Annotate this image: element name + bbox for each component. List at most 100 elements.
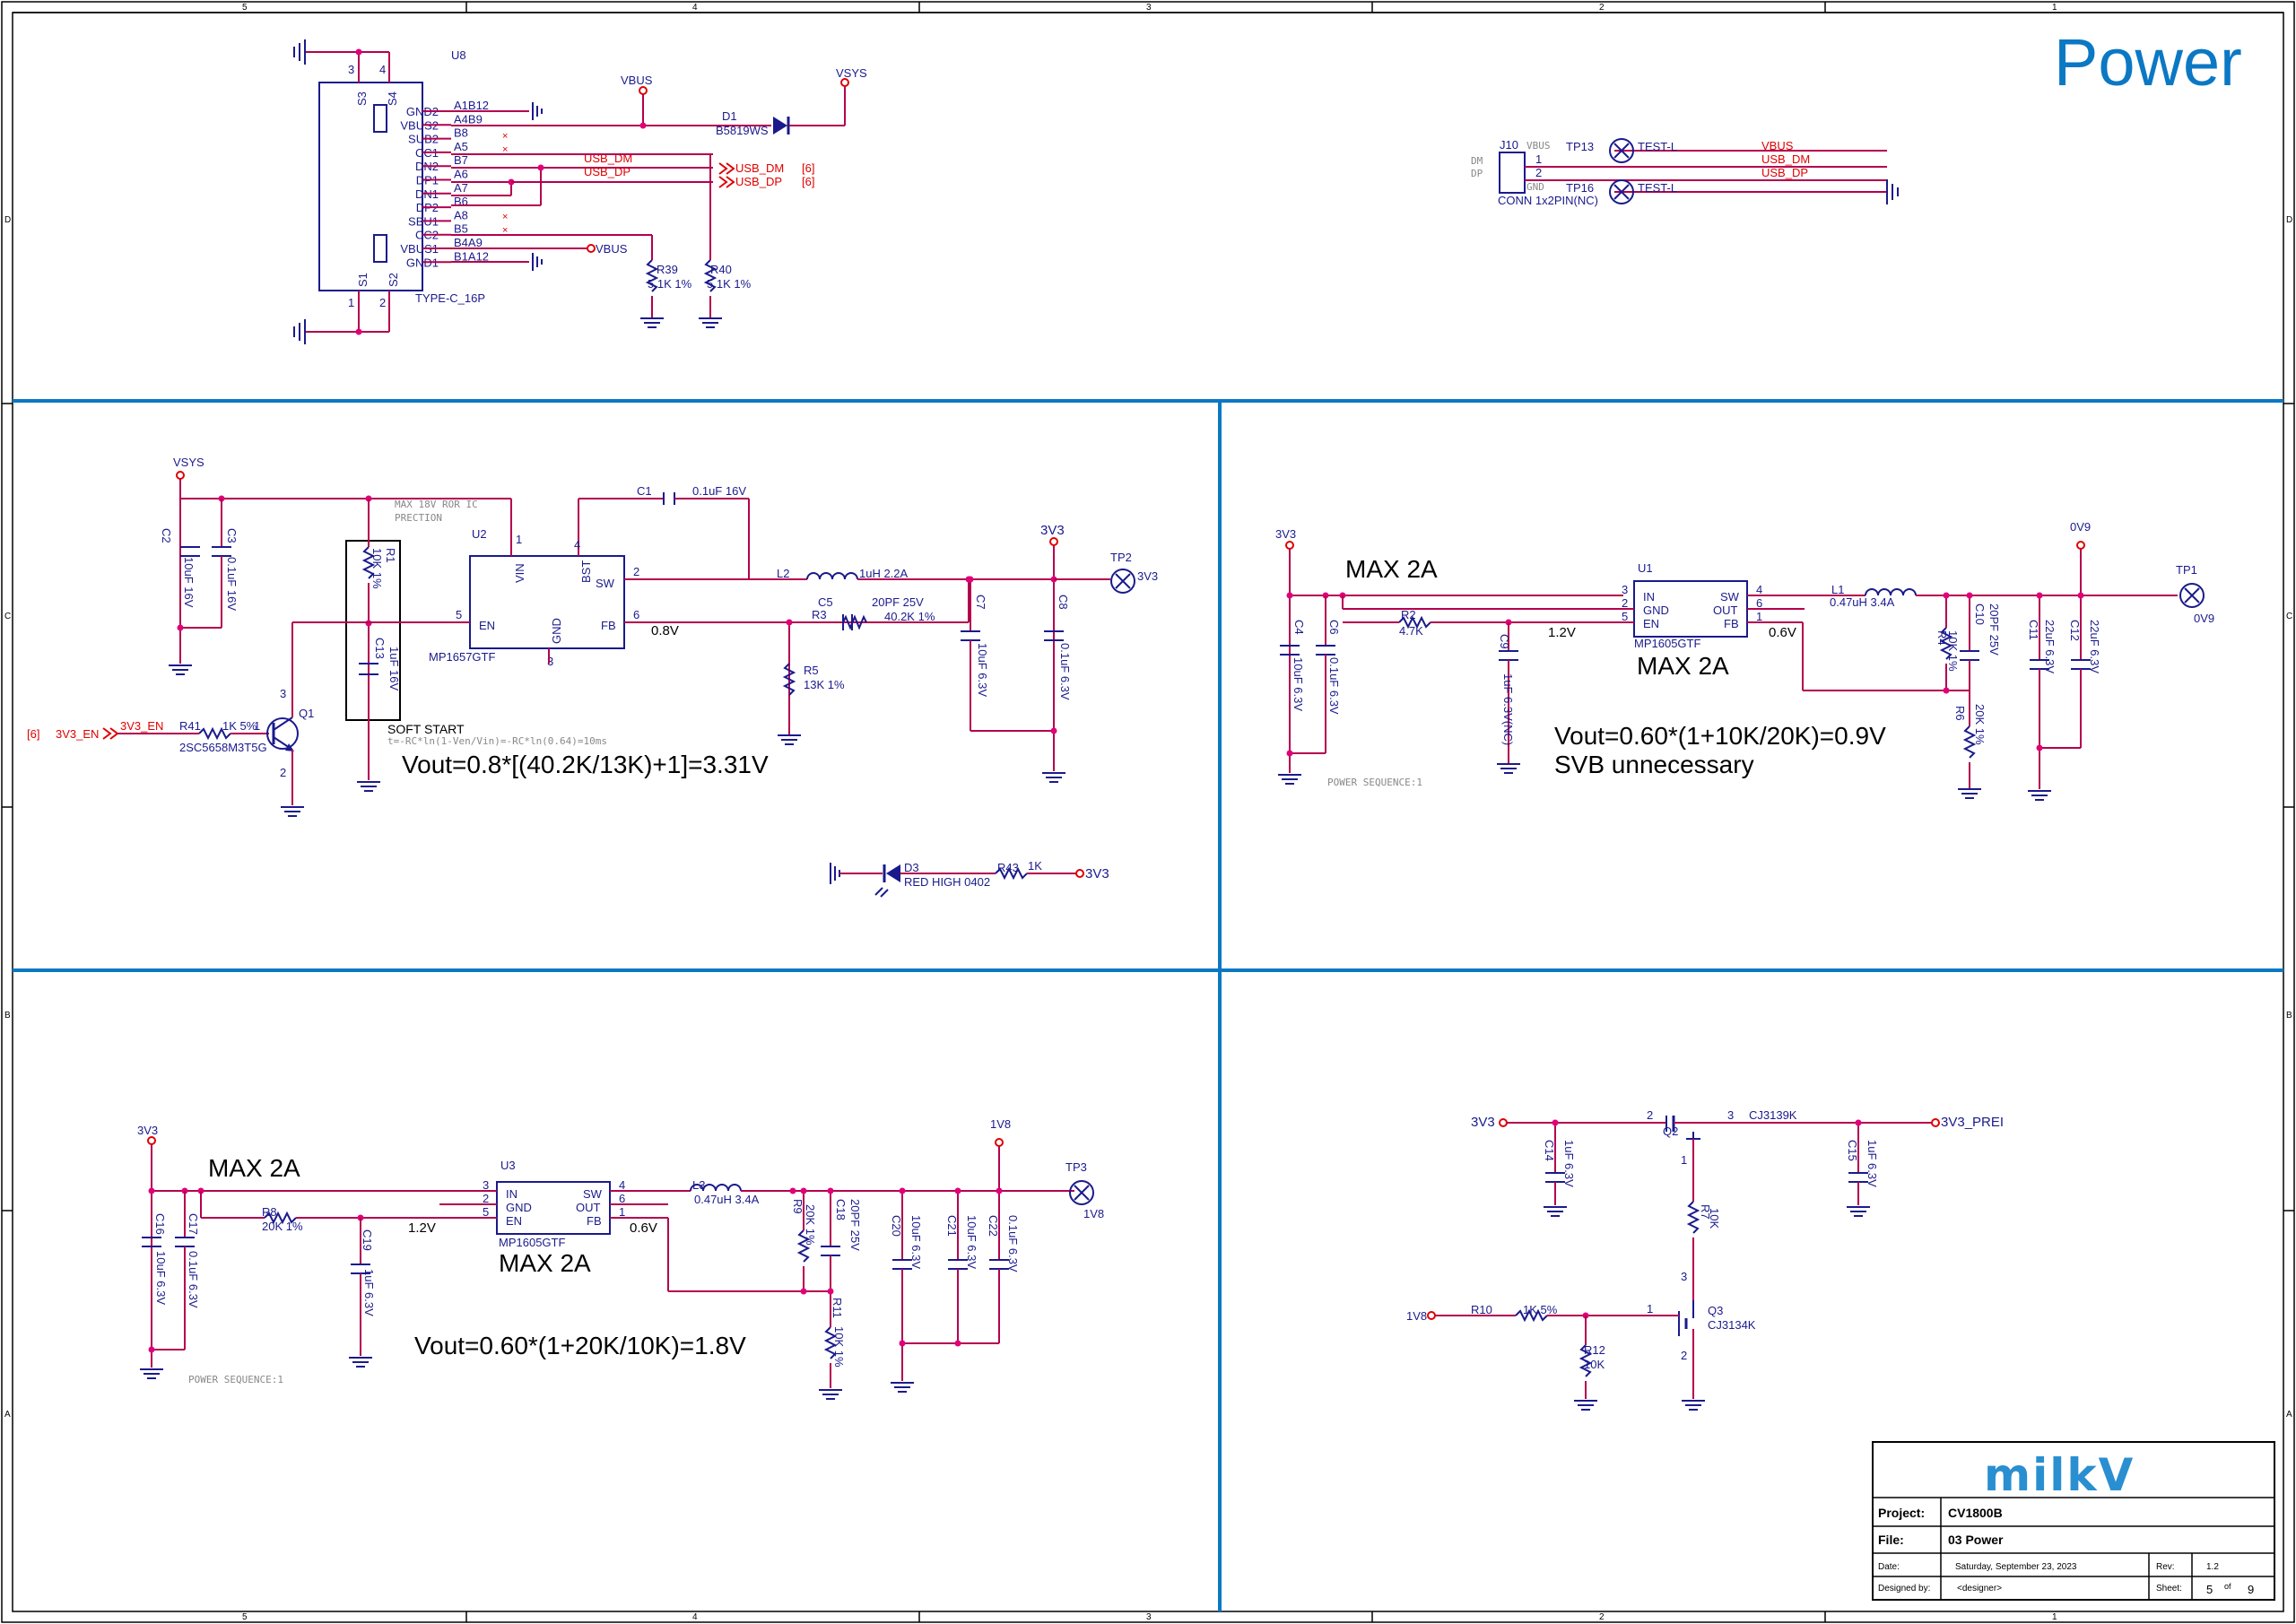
u3-gnd: GND bbox=[506, 1201, 532, 1214]
pin-num: 5 bbox=[483, 1205, 489, 1219]
r2-ref: R2 bbox=[1401, 608, 1416, 621]
pin-num: 1 bbox=[348, 296, 354, 309]
c12-val: 22uF 6.3V bbox=[2088, 620, 2101, 673]
c4-ref: C4 bbox=[1292, 620, 1306, 635]
usbc-left-pin: VBUS2 bbox=[400, 118, 439, 132]
sheet-ref: [6] bbox=[802, 175, 814, 188]
c17-val: 0.1uF 6.3V bbox=[187, 1251, 200, 1308]
u3-ref: U3 bbox=[500, 1159, 516, 1172]
q3-ref: Q3 bbox=[1708, 1304, 1723, 1317]
vsys-net: VSYS bbox=[173, 456, 204, 469]
buck-1v8-section: 3V3 C16 10uF 6.3V C17 0.1uF 6.3V MAX 2A … bbox=[137, 1117, 1104, 1400]
usbc-right-pin: A5 bbox=[454, 140, 468, 153]
r3-ref: R3 bbox=[812, 608, 827, 621]
out-net: 3V3_PREI bbox=[1941, 1115, 2004, 1130]
r1-ref: R1 bbox=[384, 548, 397, 563]
pin-num: 4 bbox=[1756, 583, 1762, 596]
logo: milkV bbox=[1984, 1449, 2135, 1501]
c22-val: 0.1uF 6.3V bbox=[1006, 1215, 1020, 1272]
tp3-net: 1V8 bbox=[1083, 1207, 1104, 1220]
svg-text:×: × bbox=[502, 144, 508, 155]
sheet-num: 5 bbox=[2206, 1583, 2213, 1596]
vout-equation: Vout=0.8*[(40.2K/13K)+1]=3.31V bbox=[402, 751, 769, 778]
title-block: milkV Project: CV1800B File: 03 Power Da… bbox=[1872, 1441, 2275, 1601]
u1-fb: FB bbox=[1724, 617, 1739, 630]
page-title: Power bbox=[2054, 25, 2242, 100]
usbc-right-pin: A8 bbox=[454, 208, 468, 221]
column-labels: 5 4 3 2 1 5 4 3 2 1 D C B A D C B A bbox=[4, 3, 2292, 1622]
tp3-ref: TP3 bbox=[1065, 1160, 1087, 1174]
led-net: 3V3 bbox=[1085, 866, 1109, 881]
r5-ref: R5 bbox=[804, 664, 819, 677]
c11-ref: C11 bbox=[2027, 620, 2040, 640]
vout-equation: Vout=0.60*(1+10K/20K)=0.9V bbox=[1554, 722, 1886, 750]
r8-val: 20K 1% bbox=[262, 1220, 303, 1233]
pin-gnd: GND bbox=[550, 618, 563, 644]
out-3v3: 3V3 bbox=[1040, 523, 1065, 538]
pin-num: 3 bbox=[547, 655, 553, 668]
pin-fb: FB bbox=[601, 619, 616, 632]
r40-val: 5.1K 1% bbox=[707, 277, 752, 291]
col-label: 5 bbox=[242, 3, 248, 13]
q2-ref: Q2 bbox=[1663, 1125, 1678, 1138]
r10-val: 1K 5% bbox=[1523, 1303, 1558, 1316]
pin-num: 1 bbox=[1756, 610, 1762, 623]
tp2-ref: TP2 bbox=[1110, 551, 1132, 564]
q2-pin2: 2 bbox=[1647, 1108, 1653, 1122]
row-label: B bbox=[4, 1011, 11, 1020]
r11-ref: R11 bbox=[831, 1298, 844, 1318]
pin-num: 6 bbox=[1756, 596, 1762, 610]
r4-val: 10K 1% bbox=[1946, 630, 1960, 672]
sheet-total: 9 bbox=[2248, 1583, 2254, 1596]
svb-note: SVB unnecessary bbox=[1554, 751, 1754, 778]
l2-val: 1uH 2.2A bbox=[859, 567, 909, 580]
l3-val: 0.47uH 3.4A bbox=[694, 1193, 760, 1206]
tp16-part: TEST-L bbox=[1638, 181, 1677, 195]
u1-gnd: GND bbox=[1643, 604, 1669, 617]
date-value: Saturday, September 23, 2023 bbox=[1955, 1562, 2077, 1572]
file-value: 03 Power bbox=[1948, 1533, 2004, 1547]
usbc-left-pin: GND1 bbox=[406, 256, 439, 269]
pin-num: 3 bbox=[348, 63, 354, 76]
r41-val: 1K 5% bbox=[222, 719, 257, 733]
port-usb-dm: USB_DM bbox=[735, 161, 784, 175]
c1-val: 0.1uF 16V bbox=[692, 484, 746, 498]
c18-val: 20PF 25V bbox=[848, 1199, 862, 1251]
c2-val: 10uF 16V bbox=[182, 557, 196, 608]
d3-ref: D3 bbox=[904, 861, 919, 874]
c7-val: 10uF 6.3V bbox=[976, 643, 989, 697]
col-label: 4 bbox=[692, 1612, 698, 1622]
u1-ref: U1 bbox=[1638, 561, 1653, 575]
u1-sw: SW bbox=[1720, 590, 1740, 604]
r11-val: 10K 1% bbox=[832, 1326, 846, 1368]
q2-part: CJ3139K bbox=[1749, 1108, 1797, 1122]
c8-val: 0.1uF 6.3V bbox=[1058, 643, 1072, 700]
note-line1: MAX 18V ROR IC bbox=[395, 499, 478, 510]
svg-text:×: × bbox=[502, 131, 508, 142]
out-0v9: 0V9 bbox=[2070, 520, 2091, 534]
pin-name: S4 bbox=[386, 91, 399, 106]
en-ref: [6] bbox=[27, 727, 39, 741]
j10-part: CONN 1x2PIN(NC) bbox=[1498, 194, 1598, 207]
r6-ref: R6 bbox=[1953, 706, 1967, 721]
rev-value: 1.2 bbox=[2206, 1562, 2219, 1572]
pin-en: EN bbox=[479, 619, 495, 632]
r43-ref: R43 bbox=[997, 861, 1019, 874]
l1-ref: L1 bbox=[1831, 583, 1844, 596]
buck-3v3-section: VSYS MAX 18V ROR IC PRECTION C2 10uF 16V… bbox=[27, 456, 1158, 898]
file-label: File: bbox=[1878, 1533, 1904, 1547]
col-label: 1 bbox=[2052, 1612, 2057, 1622]
r12-ref: R12 bbox=[1584, 1343, 1605, 1357]
row-label: A bbox=[4, 1410, 11, 1420]
pin-num: 5 bbox=[456, 608, 462, 621]
c10-ref: C10 bbox=[1973, 604, 1987, 625]
u3-sw: SW bbox=[583, 1187, 603, 1201]
pin-num: 2 bbox=[1622, 596, 1628, 610]
c17-ref: C17 bbox=[187, 1213, 200, 1235]
j10-dm: DM bbox=[1471, 155, 1483, 167]
row-label: C bbox=[4, 612, 11, 621]
c12-ref: C12 bbox=[2068, 620, 2082, 641]
date-label: Date: bbox=[1878, 1562, 1900, 1572]
row-label: D bbox=[4, 215, 11, 225]
pin-num: 2 bbox=[633, 565, 639, 578]
